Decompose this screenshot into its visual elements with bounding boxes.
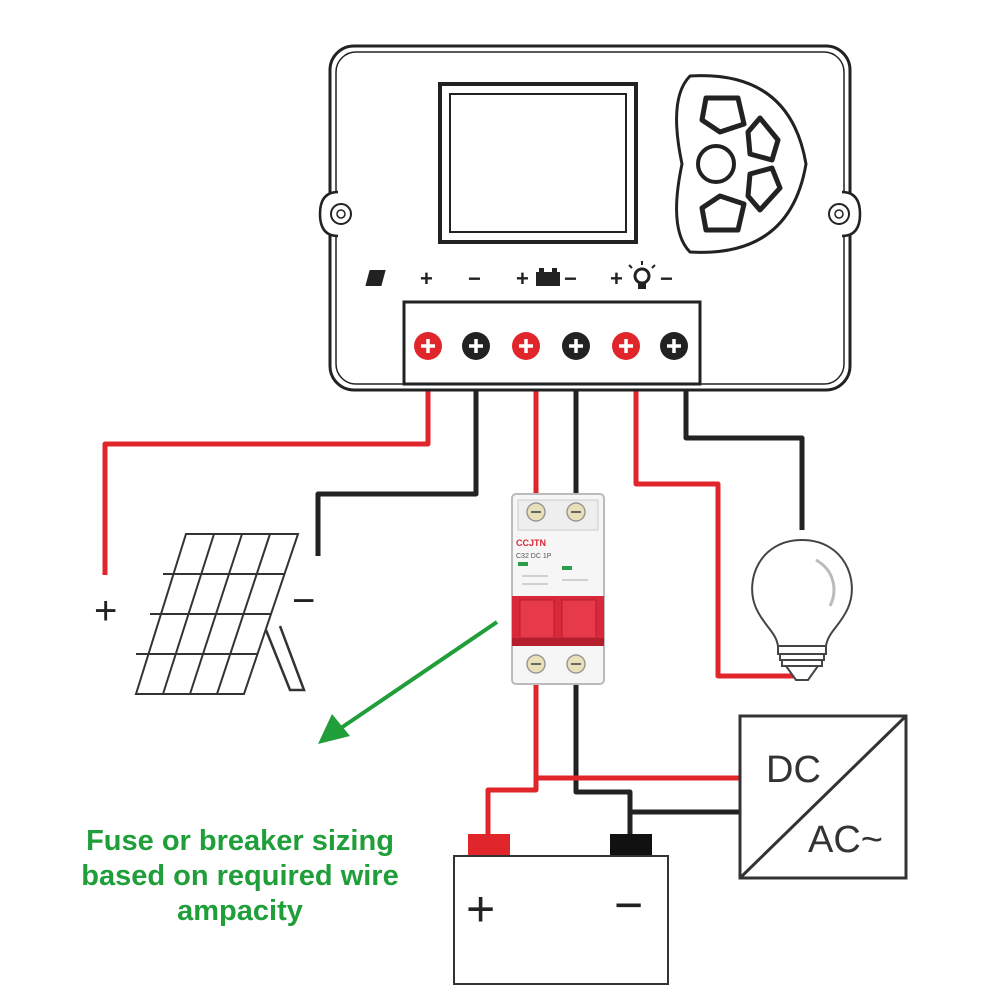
mount-hole-left [318, 190, 352, 238]
solar-terminal-plus: + [420, 266, 433, 291]
breaker-model: C32 DC 1P [516, 553, 552, 560]
bulb-icon [628, 261, 656, 289]
solar-positive-wire [102, 390, 431, 575]
breaker-brand: CCJTN [516, 538, 546, 548]
note-line-1: Fuse or breaker sizing [86, 825, 394, 857]
load-positive-wire [633, 390, 800, 679]
terminal-labels: + − + − + − [365, 261, 673, 291]
solar-terminal-minus: − [468, 266, 481, 291]
inverter: DC AC~ [738, 714, 908, 880]
callout-arrow [318, 620, 499, 744]
battery-negative-screw[interactable] [562, 332, 590, 360]
solar-negative-screw[interactable] [462, 332, 490, 360]
solar-panel [134, 533, 306, 695]
load-negative-screw[interactable] [660, 332, 688, 360]
panel-stand [264, 625, 306, 692]
mount-hole-right [828, 190, 862, 238]
load-terminal-plus: + [610, 266, 623, 291]
battery-negative-post [610, 834, 652, 856]
load-terminal-minus: − [660, 266, 673, 291]
battery-positive-screw[interactable] [512, 332, 540, 360]
up-button[interactable] [699, 95, 747, 135]
terminal-block [402, 300, 702, 386]
solar-positive-screw[interactable] [414, 332, 442, 360]
right-down-button[interactable] [745, 165, 783, 213]
center-button[interactable] [696, 144, 736, 184]
battery-terminal-minus: − [564, 266, 577, 291]
charge-controller: + − + − + − [318, 44, 862, 392]
note-line-2: based on required wire [81, 860, 399, 892]
battery-terminal-plus: + [516, 266, 529, 291]
inverter-ac-label: AC~ [808, 819, 883, 861]
keypad [675, 74, 808, 254]
battery-positive-wire-bottom [485, 684, 539, 836]
right-up-button[interactable] [745, 115, 781, 163]
battery-positive-post [468, 834, 510, 856]
solar-panel-icon [365, 270, 386, 286]
battery-minus-label: − [614, 877, 643, 933]
battery: + − [453, 834, 669, 985]
inverter-dc-label: DC [766, 749, 821, 791]
circuit-breaker: CCJTN C32 DC 1P [511, 493, 605, 685]
battery-negative-wire-bottom [573, 684, 633, 836]
terminal-screws [414, 332, 688, 360]
note-line-3: ampacity [177, 895, 303, 927]
wires [102, 390, 805, 836]
panel-minus-label: − [292, 579, 315, 623]
breaker-sizing-note: Fuse or breaker sizing based on required… [30, 824, 450, 929]
battery-icon [536, 268, 560, 286]
down-button[interactable] [699, 193, 747, 233]
light-bulb [751, 538, 853, 681]
solar-negative-wire [315, 390, 479, 556]
panel-plus-label: + [94, 589, 117, 633]
load-positive-screw[interactable] [612, 332, 640, 360]
battery-plus-label: + [466, 881, 495, 937]
load-negative-wire [683, 390, 805, 530]
